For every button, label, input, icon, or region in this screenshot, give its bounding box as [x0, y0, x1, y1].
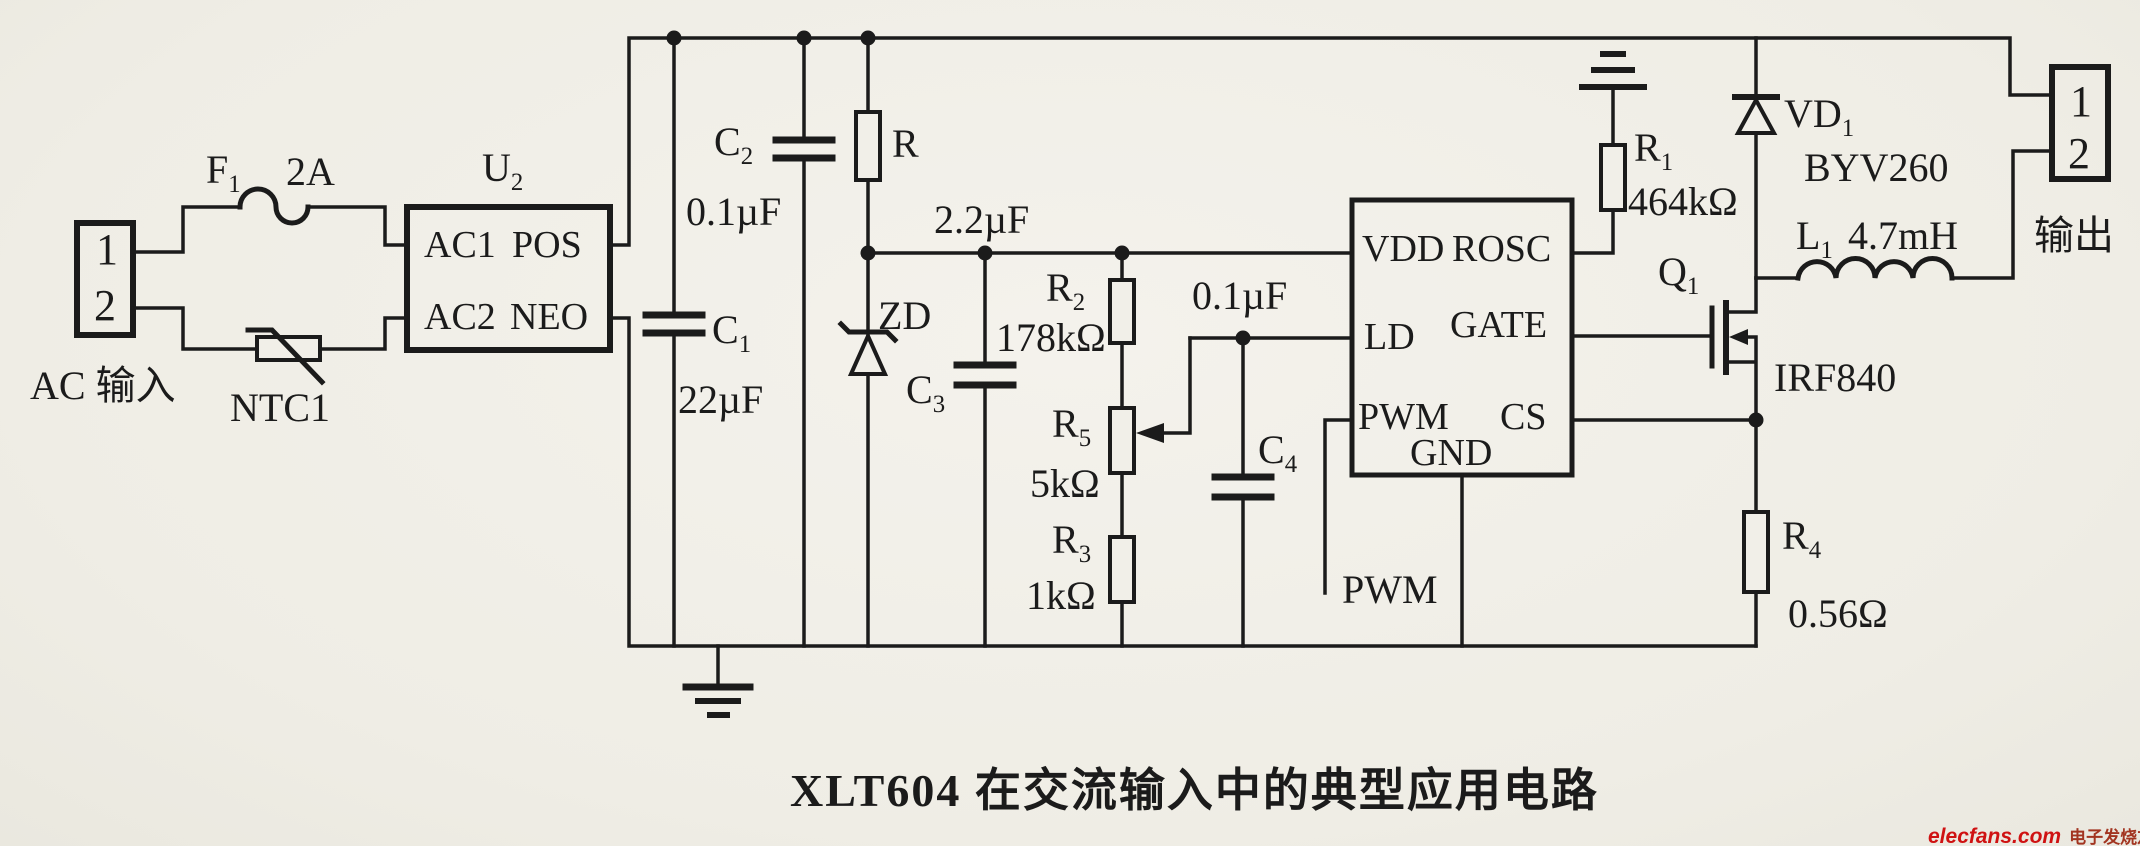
- r5-ref-label: R5: [1052, 401, 1092, 452]
- zener-diode-zd-icon: [837, 251, 899, 648]
- ntc-ref-label: NTC1: [230, 385, 330, 430]
- u2-ref-label: U2: [482, 145, 524, 196]
- elecfans-watermark: elecfans.com 电子发烧友: [1928, 810, 2140, 850]
- resistor-r1-icon: [1570, 88, 1627, 255]
- u2-pin-ac2: AC2: [424, 296, 496, 338]
- vd1-value-label: BYV260: [1804, 145, 1949, 190]
- capacitor-c4-icon: [1211, 336, 1275, 648]
- ic-pin-vdd: VDD: [1362, 228, 1445, 270]
- c3-ref-label: C3: [906, 367, 946, 418]
- c3-value-label: 2.2µF: [934, 197, 1030, 242]
- ground-bottom-icon: [682, 644, 754, 718]
- c1-value-label: 22µF: [678, 377, 764, 422]
- vd1-ref-label: VD1: [1784, 91, 1855, 142]
- r1-ref-label: R1: [1634, 125, 1674, 176]
- output-label: 输出: [2034, 213, 2114, 258]
- c2-ref-label: C2: [714, 119, 754, 170]
- resistor-r4-icon: [1742, 418, 1770, 648]
- ic-pin-ld: LD: [1364, 316, 1415, 358]
- pwm-input-label: PWM: [1342, 567, 1438, 612]
- r2-ref-label: R2: [1046, 265, 1086, 316]
- r2-value-label: 178kΩ: [996, 315, 1106, 360]
- c2-value-label: 0.1µF: [686, 189, 782, 234]
- r5-value-label: 5kΩ: [1030, 461, 1100, 506]
- r1-value-label: 464kΩ: [1628, 179, 1738, 224]
- ic-pin-pwm: PWM: [1358, 396, 1449, 438]
- resistor-r2-icon: [1108, 251, 1136, 410]
- potentiometer-r5-icon: [1108, 336, 1192, 539]
- elecfans-logo: elecfans.com: [1928, 825, 2062, 848]
- capacitor-c1-icon: [642, 36, 706, 648]
- u2-pin-neo: NEO: [510, 296, 589, 338]
- ic-pin-rosc: ROSC: [1452, 228, 1552, 270]
- junction-dots: [666, 30, 1764, 428]
- output-connector-box: [2049, 64, 2111, 182]
- zd-ref-label: ZD: [878, 293, 932, 338]
- negative-rail: [608, 316, 1758, 648]
- elecfans-logo-cn: 电子发烧友: [2069, 828, 2140, 847]
- l1-value-label: 4.7mH: [1848, 213, 1958, 258]
- diode-vd1-icon: [1732, 36, 1780, 280]
- fuse-icon: [131, 186, 409, 254]
- ic-pin-gnd: GND: [1410, 432, 1493, 474]
- input-pin1-number: 1: [96, 225, 118, 274]
- l1-ref-label: L1: [1796, 213, 1833, 264]
- pwm-input-wire: [1323, 418, 1354, 595]
- fuse-ref-label: F1: [206, 147, 241, 198]
- ic-pin-cs: CS: [1500, 396, 1547, 438]
- ic-pin-gate: GATE: [1450, 304, 1548, 346]
- u2-pin-ac1: AC1: [424, 224, 496, 266]
- figure-title: XLT604 在交流输入中的典型应用电路: [790, 765, 1599, 816]
- positive-rail: [608, 36, 2054, 247]
- q1-value-label: IRF840: [1774, 355, 1897, 400]
- ac-input-label: AC 输入: [30, 363, 176, 408]
- capacitor-c2-icon: [772, 36, 836, 648]
- mosfet-q1-icon: [1570, 276, 1758, 422]
- c4-ref-label: C4: [1258, 427, 1298, 478]
- q1-ref-label: Q1: [1658, 249, 1700, 300]
- resistor-r3-icon: [1108, 535, 1136, 648]
- fuse-value-label: 2A: [286, 149, 335, 194]
- output-pin2-number: 2: [2068, 129, 2090, 178]
- c4-value-label: 0.1µF: [1192, 273, 1288, 318]
- output-pin1-number: 1: [2070, 77, 2092, 126]
- ntc-thermistor-icon: [131, 306, 409, 386]
- input-connector-box: [74, 220, 136, 338]
- r4-value-label: 0.56Ω: [1788, 591, 1888, 636]
- input-pin2-number: 2: [94, 281, 116, 330]
- inductor-l1-icon: [1754, 149, 2054, 281]
- r4-ref-label: R4: [1782, 513, 1822, 564]
- r3-value-label: 1kΩ: [1026, 573, 1096, 618]
- c1-ref-label: C1: [712, 307, 752, 358]
- capacitor-c3-icon: [953, 251, 1017, 648]
- ground-top-icon: [1579, 51, 1647, 90]
- r-ref-label: R: [892, 121, 919, 166]
- resistor-r-icon: [854, 36, 882, 255]
- rectifier-u2-box: [404, 204, 613, 353]
- r3-ref-label: R3: [1052, 517, 1092, 568]
- u2-pin-pos: POS: [512, 224, 582, 266]
